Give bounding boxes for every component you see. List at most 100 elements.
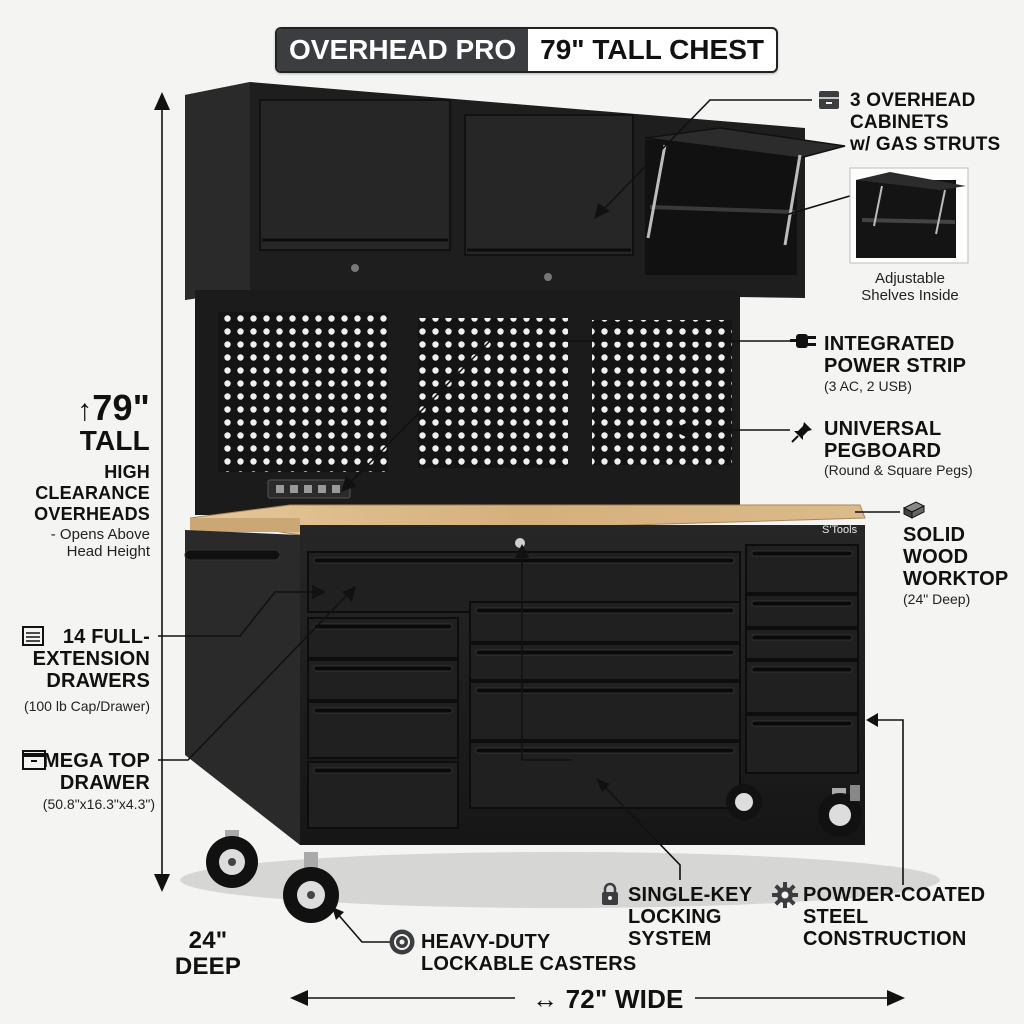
lock-label: SINGLE-KEY LOCKING SYSTEM	[628, 884, 752, 950]
caster-wheel-icon	[389, 929, 415, 955]
pegboard-label-line: UNIVERSAL	[824, 418, 942, 440]
drawers-arrowhead	[312, 585, 326, 599]
drawer-front	[745, 628, 859, 660]
floor-shadow	[180, 852, 940, 908]
pegboard-label-line: PEGBOARD	[824, 440, 942, 462]
brand-logo: S'Tools	[822, 524, 858, 536]
drawer-handle	[313, 557, 735, 564]
interior-shelf	[649, 205, 796, 214]
power-callout-line	[344, 340, 790, 489]
drawers-callout-line	[158, 591, 320, 637]
padlock-icon	[602, 882, 618, 905]
casters-label-line: HEAVY-DUTY	[421, 931, 551, 953]
power-label-line: INTEGRATED	[824, 333, 955, 355]
pegboard-panel-middle	[418, 318, 568, 468]
overhead-door-left	[259, 99, 451, 251]
drawer-handle	[313, 707, 453, 714]
drawer-lock-cylinder	[515, 538, 525, 548]
casters-label: HEAVY-DUTY LOCKABLE CASTERS	[421, 931, 636, 975]
overhead-label-line: CABINETS	[850, 112, 949, 133]
wood-plank-icon	[902, 501, 926, 519]
steel-label-line: STEEL CONSTRUCTION	[803, 906, 967, 950]
mega-note: (50.8"x16.3"x4.3")	[42, 796, 155, 812]
casters-callout-line	[335, 911, 390, 943]
clearance-heading-line: OVERHEADS	[34, 504, 150, 524]
drawer-handle	[751, 550, 853, 557]
lock-label-line: LOCKING	[628, 906, 722, 928]
worktop-label-line: WOOD	[903, 546, 969, 568]
clearance-heading-line: CLEARANCE	[35, 483, 150, 503]
casters-arrowhead	[332, 907, 344, 920]
pegboard-arrowhead	[672, 423, 686, 437]
lock-arrowhead	[515, 544, 529, 558]
pushpin-icon	[791, 422, 812, 443]
width-arrow-glyph: ↔	[532, 984, 559, 1014]
drawer-box-icon	[22, 750, 46, 770]
depth-label-line: DEEP	[174, 953, 242, 980]
drawer-handle	[751, 600, 853, 607]
drawers-label-line: EXTENSION	[32, 648, 150, 670]
height-arrow-bottom	[154, 874, 170, 892]
drawer-handle	[475, 607, 735, 614]
drawers-note: (100 lb Cap/Drawer)	[23, 698, 150, 714]
side-handle	[184, 549, 281, 561]
drawers-label: 14 FULL- EXTENSION DRAWERS	[10, 626, 150, 692]
overhead-label: 3 OVERHEAD CABINETS w/ GAS STRUTS	[850, 90, 1000, 156]
steel-label: POWDER-COATED STEEL CONSTRUCTION	[803, 884, 1024, 950]
drawer-handle	[475, 649, 735, 656]
gas-strut-right	[783, 154, 802, 246]
mega-label-line: DRAWER	[59, 772, 150, 794]
caster-front-left	[206, 830, 258, 888]
drawer-handle	[313, 623, 453, 630]
drawers-label-line: 14 FULL-	[62, 626, 150, 648]
title-banner: OVERHEAD PRO 79" TALL CHEST	[275, 27, 778, 73]
steel-label-line: POWDER-COATED	[803, 884, 986, 906]
clearance-heading-line: HIGH	[104, 462, 150, 482]
casters-label-line: LOCKABLE CASTERS	[421, 953, 637, 975]
drawer-handle	[751, 634, 853, 641]
depth-label-line: 24"	[188, 927, 228, 954]
title-product-name: OVERHEAD PRO	[277, 29, 529, 71]
power-note: (3 AC, 2 USB)	[824, 378, 912, 394]
cabinet-icon	[819, 91, 839, 109]
gear-icon	[772, 882, 798, 908]
overhead-side-panel	[185, 82, 250, 300]
drawer-handle	[751, 666, 853, 673]
clearance-heading: HIGH CLEARANCE OVERHEADS	[10, 462, 150, 525]
overhead-lock-left	[351, 264, 359, 272]
drawer-front	[469, 643, 741, 681]
overhead-label-line: 3 OVERHEAD	[850, 90, 976, 111]
pegboard-panel-right	[592, 320, 732, 465]
power-arrowhead	[341, 476, 357, 492]
lock-callout-line	[521, 550, 572, 761]
height-arrow-top	[154, 92, 170, 110]
caster-back-middle	[726, 784, 762, 820]
callout-arrowheads	[154, 92, 905, 1006]
overhead-lock-middle	[544, 273, 552, 281]
worktop-label-line: SOLID	[903, 524, 966, 546]
drawer-handle	[313, 665, 453, 672]
drawer-handle	[475, 687, 735, 694]
drawer-list-icon	[22, 626, 44, 646]
caster-back-right	[818, 785, 862, 837]
single-key-arrowhead	[596, 778, 610, 792]
worktop-front-edge	[190, 518, 300, 532]
clearance-note: - Opens Above Head Height	[10, 526, 150, 560]
worktop-note: (24" Deep)	[903, 591, 971, 607]
shelves-arrowhead	[758, 213, 775, 227]
pegboard-note: (Round & Square Pegs)	[824, 462, 973, 478]
mega-label-line: MEGA TOP	[42, 750, 150, 772]
overhead-door-middle	[464, 114, 634, 256]
drawer-handle	[751, 720, 853, 727]
shelves-caption-line: Shelves Inside	[861, 287, 959, 304]
mega-callout-line	[158, 591, 351, 761]
overhead-arrowhead	[594, 203, 610, 219]
steel-arrowhead	[866, 713, 878, 727]
width-arrow-left	[290, 990, 308, 1006]
power-label: INTEGRATED POWER STRIP	[824, 333, 966, 377]
caster-front-middle	[283, 852, 339, 923]
width-arrow-right	[887, 990, 905, 1006]
width-value: 72" WIDE	[565, 984, 684, 1014]
drawer-handle	[475, 747, 735, 754]
